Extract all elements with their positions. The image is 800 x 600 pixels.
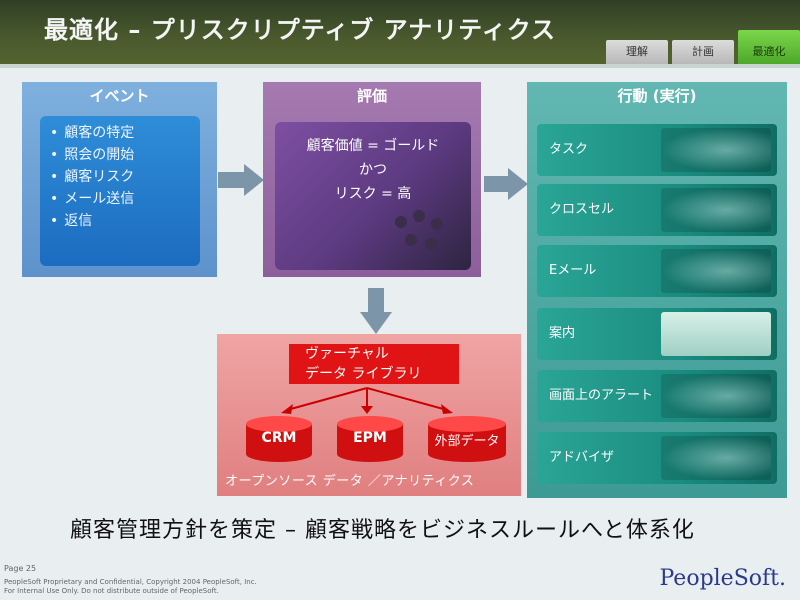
action-label: アドバイザ	[549, 450, 615, 465]
branch-arrows	[281, 387, 453, 414]
action-label: 画面上のアラート	[549, 388, 654, 403]
library-label-line: ヴァーチャル	[305, 346, 389, 362]
rule-line: 顧客価値 = ゴールド	[306, 138, 440, 154]
action-item-cross-sell[interactable]: クロスセル	[537, 184, 777, 236]
action-header: 行動 (実行)	[617, 87, 697, 105]
header-divider	[0, 64, 800, 68]
tab-optimize[interactable]: 最適化	[738, 30, 800, 64]
virtual-library-label: ヴァーチャル データ ライブラリ	[289, 344, 459, 384]
evaluation-panel: 評価 顧客価値 = ゴールド かつ リスク = 高	[263, 82, 481, 277]
evaluation-rule-box: 顧客価値 = ゴールド かつ リスク = 高	[275, 122, 471, 270]
library-footer: オープンソース データ ／アナリティクス	[225, 474, 475, 489]
database-label: 外部データ	[434, 434, 500, 449]
list-item: 顧客の特定	[50, 122, 200, 144]
list-item: 顧客リスク	[50, 166, 200, 188]
calculator-icon	[395, 210, 443, 250]
people-icon	[661, 436, 771, 480]
stage-tabs: 理解 計画 最適化	[606, 30, 800, 64]
database-external: 外部データ	[428, 414, 506, 462]
page-number: Page 25	[4, 564, 37, 573]
rule-line: かつ	[359, 162, 387, 178]
arrow-down-icon	[360, 288, 392, 334]
person-headset-icon	[661, 188, 771, 232]
action-item-onscreen-alert[interactable]: 画面上のアラート	[537, 370, 777, 422]
action-label: タスク	[549, 142, 589, 157]
peoplesoft-logo: PeopleSoft.	[659, 566, 786, 591]
action-item-task[interactable]: タスク	[537, 124, 777, 176]
action-label: Eメール	[549, 263, 597, 278]
list-item: メール送信	[50, 188, 200, 210]
action-panel: 行動 (実行) タスク クロスセル Eメール 案内 画面上のアラート アドバイザ	[527, 82, 787, 498]
action-label: 案内	[549, 326, 576, 341]
tab-plan[interactable]: 計画	[672, 40, 734, 64]
legal-notice: PeopleSoft Proprietary and Confidential,…	[4, 578, 257, 596]
keyboard-icon	[661, 249, 771, 293]
evaluation-header: 評価	[356, 87, 387, 105]
event-list-box: 顧客の特定 照会の開始 顧客リスク メール送信 返信	[40, 116, 200, 266]
event-panel: イベント 顧客の特定 照会の開始 顧客リスク メール送信 返信	[22, 82, 217, 277]
legal-line: PeopleSoft Proprietary and Confidential,…	[4, 578, 257, 586]
arrow-right-icon	[484, 168, 528, 200]
arrow-right-icon	[218, 164, 264, 196]
slide-header: 最適化 – プリスクリプティブ アナリティクス 理解 計画 最適化	[0, 0, 800, 64]
database-label: EPM	[353, 430, 387, 446]
database-crm: CRM	[246, 414, 312, 462]
legal-line: For Internal Use Only. Do not distribute…	[4, 587, 219, 595]
list-item: 返信	[50, 210, 200, 232]
action-item-guidance[interactable]: 案内	[537, 308, 777, 360]
library-label-line: データ ライブラリ	[305, 366, 422, 382]
summary-text: 顧客管理方針を策定 – 顧客戦略をビジネスルールへと体系化	[70, 518, 695, 543]
screen-icon	[661, 312, 771, 356]
event-header: イベント	[89, 87, 150, 105]
tab-understand[interactable]: 理解	[606, 40, 668, 64]
phone-icon	[661, 128, 771, 172]
rule-line: リスク = 高	[334, 186, 412, 202]
data-library-panel: ヴァーチャル データ ライブラリ	[217, 334, 521, 496]
database-epm: EPM	[337, 414, 403, 462]
list-item: 照会の開始	[50, 144, 200, 166]
action-item-email[interactable]: Eメール	[537, 245, 777, 297]
lightbulb-icon	[661, 374, 771, 418]
action-label: クロスセル	[549, 202, 615, 217]
event-list: 顧客の特定 照会の開始 顧客リスク メール送信 返信	[40, 122, 200, 232]
action-item-advisor[interactable]: アドバイザ	[537, 432, 777, 484]
slide-title: 最適化 – プリスクリプティブ アナリティクス	[44, 16, 556, 44]
database-label: CRM	[261, 430, 297, 446]
